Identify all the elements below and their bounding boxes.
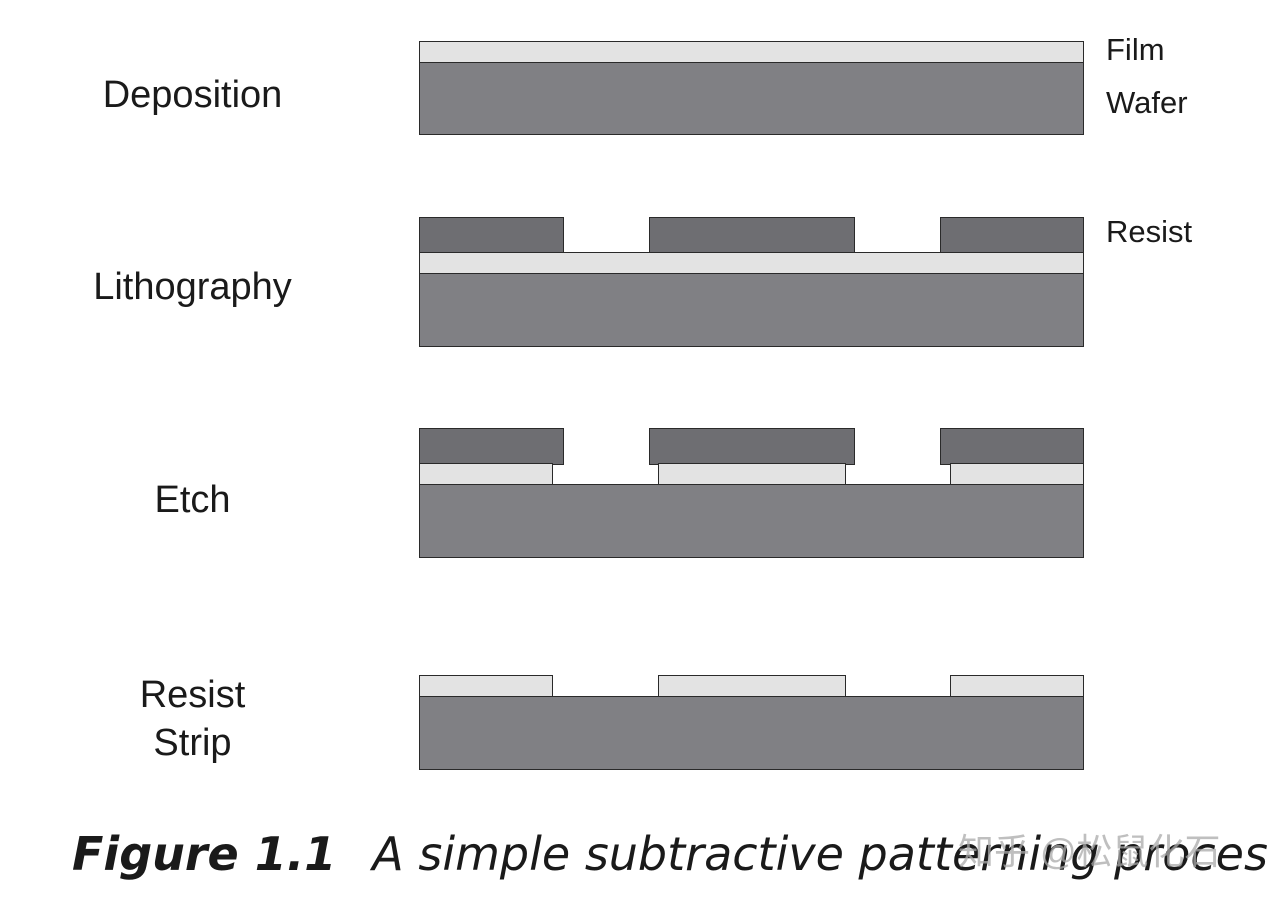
step-label-deposition: Deposition [102, 74, 283, 116]
resist-block [649, 428, 855, 465]
film-segment [419, 675, 553, 698]
film-segment [658, 463, 846, 486]
resist-block [419, 217, 564, 254]
wafer-layer [419, 62, 1084, 135]
watermark: 知乎 @松鼠化石 [958, 831, 1221, 872]
layer-label-resist: Resist [1106, 214, 1193, 249]
figure-number: Figure 1.1 [72, 827, 337, 881]
wafer-layer [419, 273, 1084, 347]
wafer-layer [419, 696, 1084, 770]
resist-block [940, 428, 1084, 465]
resist-block [940, 217, 1084, 254]
step-label-strip: Strip [153, 722, 232, 764]
figure-caption-text: A simple subtractive patterning process [372, 827, 1267, 881]
film-segment [950, 463, 1084, 486]
step-label-resist: Resist [139, 674, 246, 716]
resist-block [419, 428, 564, 465]
film-layer [419, 41, 1084, 64]
wafer-layer [419, 484, 1084, 558]
film-segment [419, 463, 553, 486]
figure-caption: Figure 1.1 A simple subtractive patternin… [72, 824, 1267, 884]
film-layer [419, 252, 1084, 275]
step-label-lithography: Lithography [93, 266, 292, 308]
resist-block [649, 217, 855, 254]
step-label-etch: Etch [154, 479, 231, 521]
layer-label-film: Film [1106, 32, 1165, 67]
film-segment [658, 675, 846, 698]
film-segment [950, 675, 1084, 698]
layer-label-wafer: Wafer [1106, 85, 1188, 120]
